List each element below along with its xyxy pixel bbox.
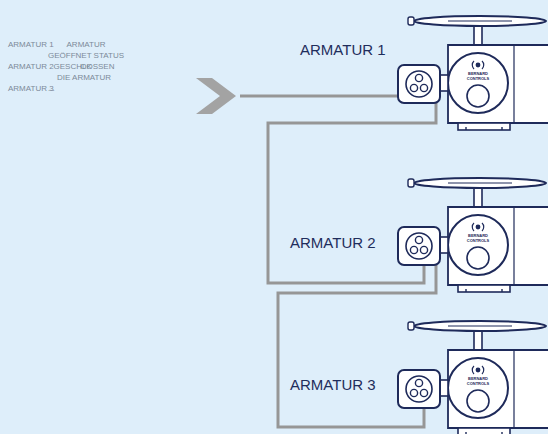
status-text: ARMATUR 1 bbox=[8, 39, 54, 50]
brand-text: BERNARD CONTROLS bbox=[462, 72, 494, 81]
status-text: ... bbox=[48, 83, 55, 94]
status-text: ARMATUR 2 bbox=[8, 61, 54, 72]
chevron-arrow bbox=[196, 78, 236, 114]
brand-text: BERNARD CONTROLS bbox=[462, 377, 494, 386]
actuator-label: ARMATUR 2 bbox=[290, 235, 376, 252]
actuator-drawing bbox=[398, 178, 548, 292]
actuator-drawing bbox=[398, 321, 548, 434]
status-text: ARMATUR 3 bbox=[8, 83, 54, 94]
actuator-label: ARMATUR 1 bbox=[300, 42, 386, 59]
actuator-label: ARMATUR 3 bbox=[290, 377, 376, 394]
actuator-node: ARMATUR 2 bbox=[285, 195, 548, 275]
brand-text: BERNARD CONTROLS bbox=[462, 234, 494, 243]
bus-wire bbox=[268, 113, 436, 283]
actuator-node: ARMATUR 1 bbox=[285, 30, 548, 113]
actuator-node: ARMATUR 3 bbox=[285, 350, 548, 419]
status-text: GESCHLOSSEN DIE ARMATUR bbox=[50, 61, 118, 83]
bus-wire bbox=[278, 275, 436, 427]
actuator-drawing bbox=[398, 16, 548, 130]
